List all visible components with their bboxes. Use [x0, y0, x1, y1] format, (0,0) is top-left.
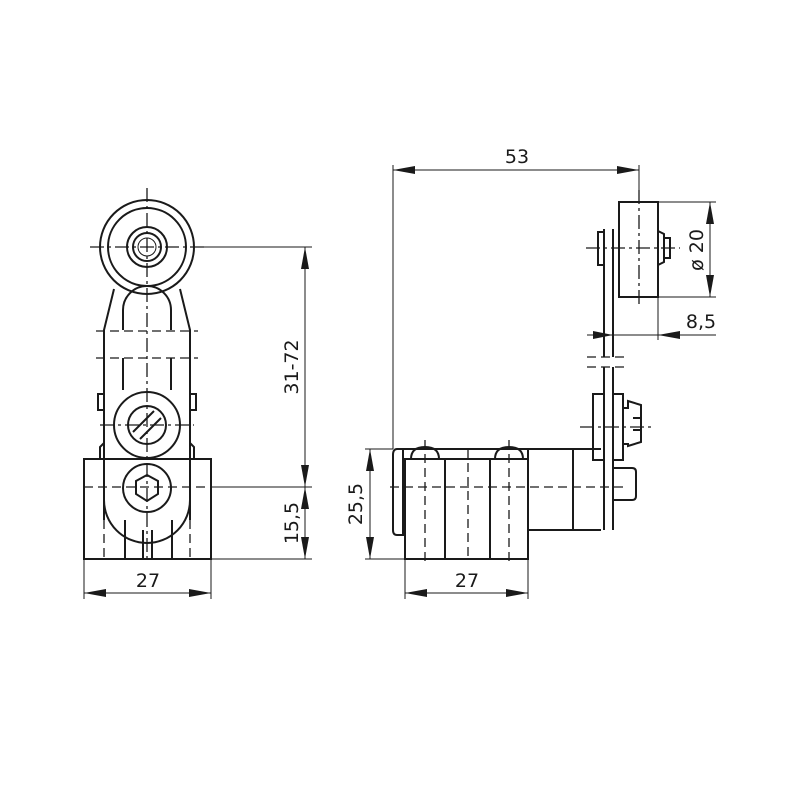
dim-roller-diameter-label: ø 20 — [686, 229, 708, 271]
dim-overall-length-label: 53 — [505, 146, 529, 168]
dimension-axis-height: 15,5 — [211, 487, 312, 560]
dimension-front-width: 27 — [83, 559, 212, 599]
lever-arm — [97, 285, 197, 544]
dim-front-width-label: 27 — [136, 570, 160, 592]
side-centerlines — [390, 190, 680, 488]
dim-body-height-label: 25,5 — [345, 483, 367, 525]
dimension-side-width: 27 — [404, 559, 529, 599]
front-view: 31-72 15,5 27 — [83, 188, 312, 599]
dim-side-width-label: 27 — [455, 570, 479, 592]
lever-side — [587, 229, 642, 530]
centerlines — [84, 188, 211, 560]
dim-lever-length-label: 31-72 — [281, 339, 303, 394]
dim-axis-height-label: 15,5 — [281, 502, 303, 544]
dimension-roller-diameter: ø 20 — [658, 201, 716, 298]
dimension-lever-length: 31-72 — [195, 246, 312, 559]
switch-body-side — [392, 440, 637, 565]
roller-side — [597, 201, 671, 298]
dimension-roller-width: 8,5 — [587, 297, 716, 340]
dimension-overall-length: 53 — [392, 146, 640, 449]
dim-roller-width-label: 8,5 — [686, 311, 716, 333]
side-view: 53 ø 20 8,5 25,5 — [345, 146, 716, 599]
dimension-body-height: 25,5 — [345, 448, 405, 560]
